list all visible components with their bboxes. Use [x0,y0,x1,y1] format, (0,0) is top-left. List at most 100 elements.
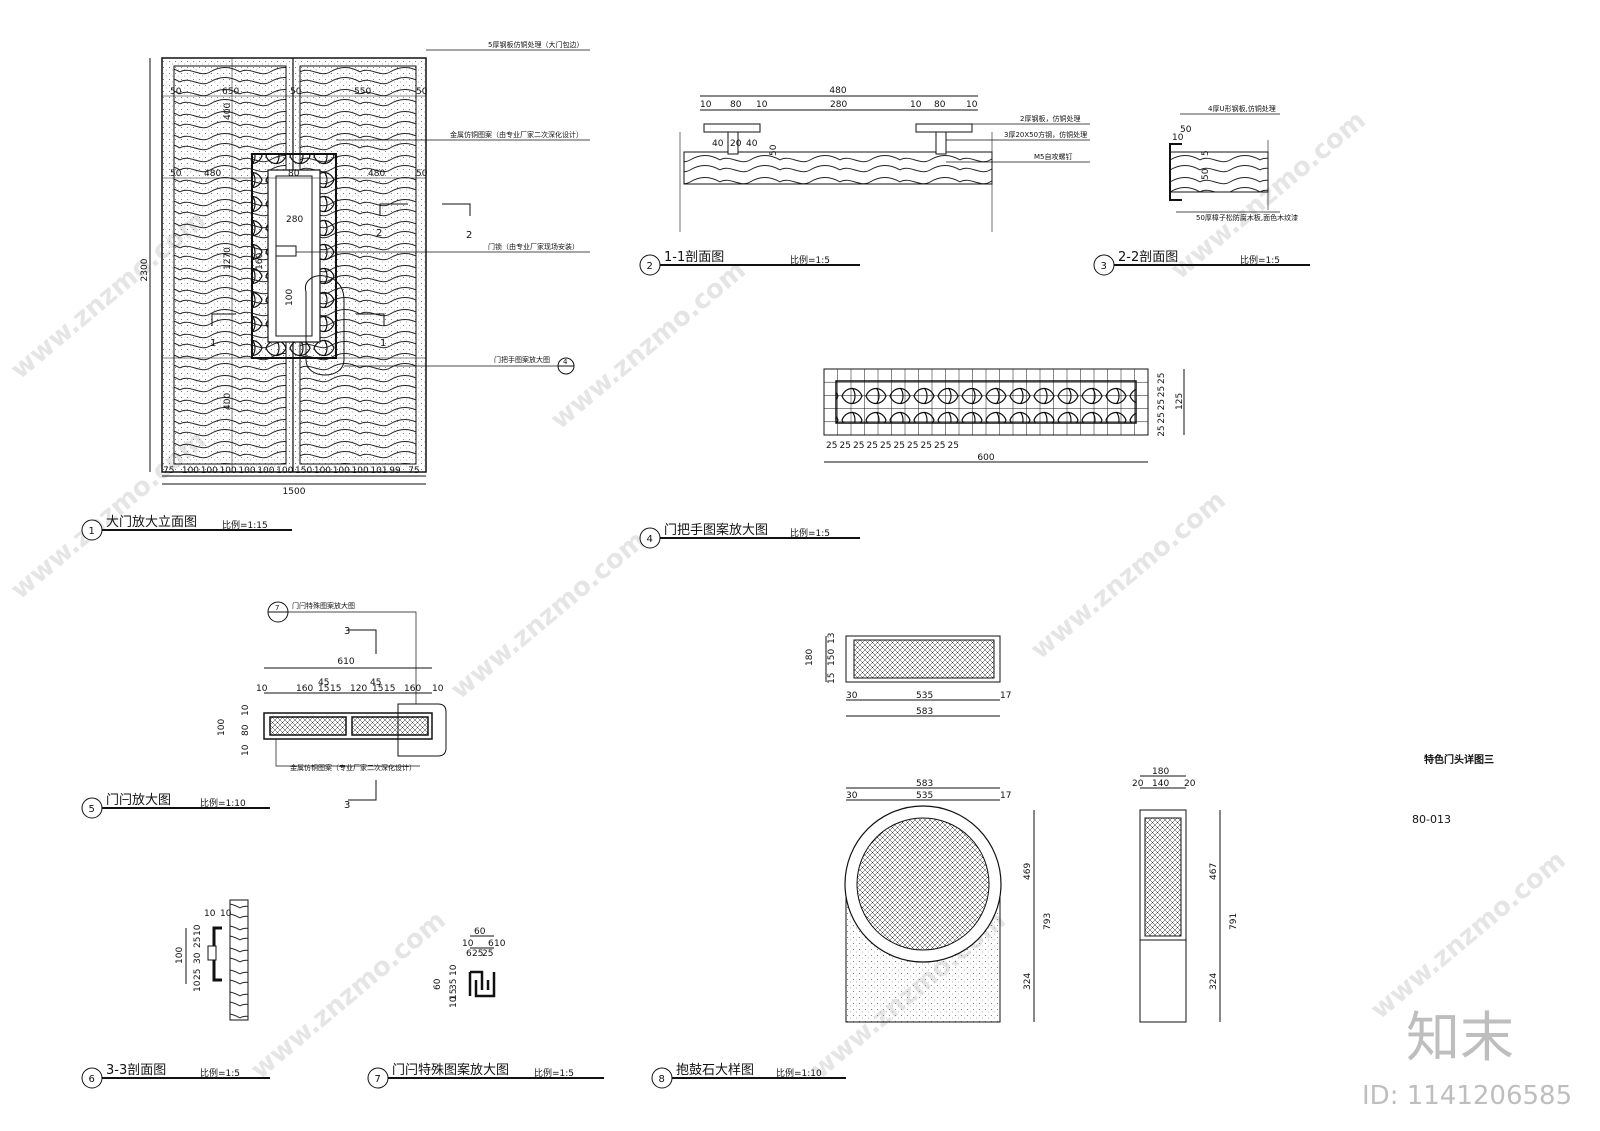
dim: 17 [1000,791,1011,801]
callout-num: 7 [275,604,279,612]
dim: 480 [204,169,221,179]
dim: 50 [1180,125,1192,135]
dim: 100 [314,466,331,476]
dim: 650 [222,87,239,97]
drum-stone: 30 535 17 583 180 13 150 15 583 30 535 1… [805,633,1239,1023]
dim: 25 [1157,425,1167,436]
dim: 10 [462,939,474,949]
cut-mark: 2 [376,228,382,239]
dim: 10 [494,939,506,949]
dim: 100 [238,466,255,476]
dim: 15 [372,684,383,694]
dim: 10 [193,980,203,992]
dim: 15 [449,989,459,1000]
dim: 280 [830,100,847,110]
dim: 10 [432,684,444,694]
dim: 160 [296,684,313,694]
view-number: 1 [89,526,95,537]
dim: 99 [389,466,401,476]
dim: 40 [712,139,724,149]
dim: 35 [449,979,459,990]
view-scale: 比例=1:5 [790,527,830,539]
dim: 100 [285,289,295,306]
dim: 13 [827,633,837,644]
dim: 10 [1172,133,1184,143]
dim: 25 [853,441,864,451]
dim: 583 [916,779,933,789]
sheet-code: 80-013 [1412,813,1451,826]
watermark: www.znzmo.com [445,525,651,705]
dim: 75 [408,466,419,476]
dim: 60 [433,978,443,990]
view-title: 2-2剖面图 [1118,250,1178,265]
dim: 10 [204,909,216,919]
dim-door-height: 2300 [140,258,150,281]
dim: 550 [354,87,371,97]
view-title: 抱鼓石大样图 [676,1062,754,1078]
dim: 25 [1157,412,1167,423]
dim: 160 [404,684,421,694]
dim: 324 [1023,973,1033,990]
view-scale: 比例=1:5 [200,1067,240,1079]
dim: 10 [241,744,251,756]
dim: 140 [1152,779,1169,789]
dim: 10 [700,100,712,110]
dim: 15 [318,684,329,694]
cut-mark: 2 [466,230,472,241]
dim: 25 [921,441,932,451]
dim-latch-total: 610 [337,657,354,667]
dim: 25 [894,441,905,451]
dim: 480 [368,169,385,179]
dim: 25 [840,441,851,451]
dim: 793 [1043,913,1053,930]
dim: 50 [769,144,779,156]
note-latch-ref: 门闩特殊图案放大图 [292,601,355,610]
dim: 60 [474,927,486,937]
dim: 100 [352,466,369,476]
view-title: 门把手图案放大图 [664,523,768,538]
dim: 30 [846,691,858,701]
dim: 25 [193,969,203,980]
dim: 10 [756,100,768,110]
dim: 25 [1157,399,1167,410]
view-scale: 比例=1:5 [790,254,830,266]
note-sec2-wood: 50厚樟子松防腐木板,面色木纹漆 [1196,213,1298,222]
view-title: 大门放大立面图 [106,515,197,530]
dim: 467 [1209,863,1219,880]
view-number: 4 [647,534,653,545]
dim: 10 [241,704,251,716]
note-sec2-u: 4厚U形钢板,仿铜处理 [1208,104,1276,113]
dim-handle-len: 600 [977,453,994,463]
dim: 160 [255,253,265,270]
view-number: 8 [659,1074,665,1085]
dim: 280 [286,215,303,225]
view-scale: 比例=1:10 [200,797,246,809]
dim: 25 [867,441,878,451]
latch-special-pattern: 60 10 25 25 10 6 6 60 10 35 15 10 [433,927,506,1008]
note-handle-ref: 门把手图案放大图 [494,355,550,364]
view-scale: 比例=1:15 [222,519,268,531]
dim: 791 [1229,913,1239,930]
dim: 100 [175,947,185,964]
dim: 10 [193,924,203,936]
dim: 45 [370,678,381,688]
watermark: www.znzmo.com [1365,845,1571,1025]
dim: 80 [288,169,300,179]
dim: 25 [907,441,918,451]
dim-door-width: 1500 [283,487,306,497]
dim: 100 [220,466,237,476]
dim: 80 [934,100,946,110]
section-2-2: 4厚U形钢板,仿铜处理 50厚樟子松防腐木板,面色木纹漆 10 50 5 50 [1169,104,1298,222]
dim: 20 [1132,779,1144,789]
dim: 25 [934,441,945,451]
dim: 17 [1000,691,1011,701]
note-door-plate: 5厚钢板仿铜处理（大门包边） [488,40,583,49]
dim: 15 [330,684,341,694]
watermark: www.znzmo.com [245,905,451,1085]
view-number: 7 [375,1074,381,1085]
dim: 1270 [223,247,233,270]
